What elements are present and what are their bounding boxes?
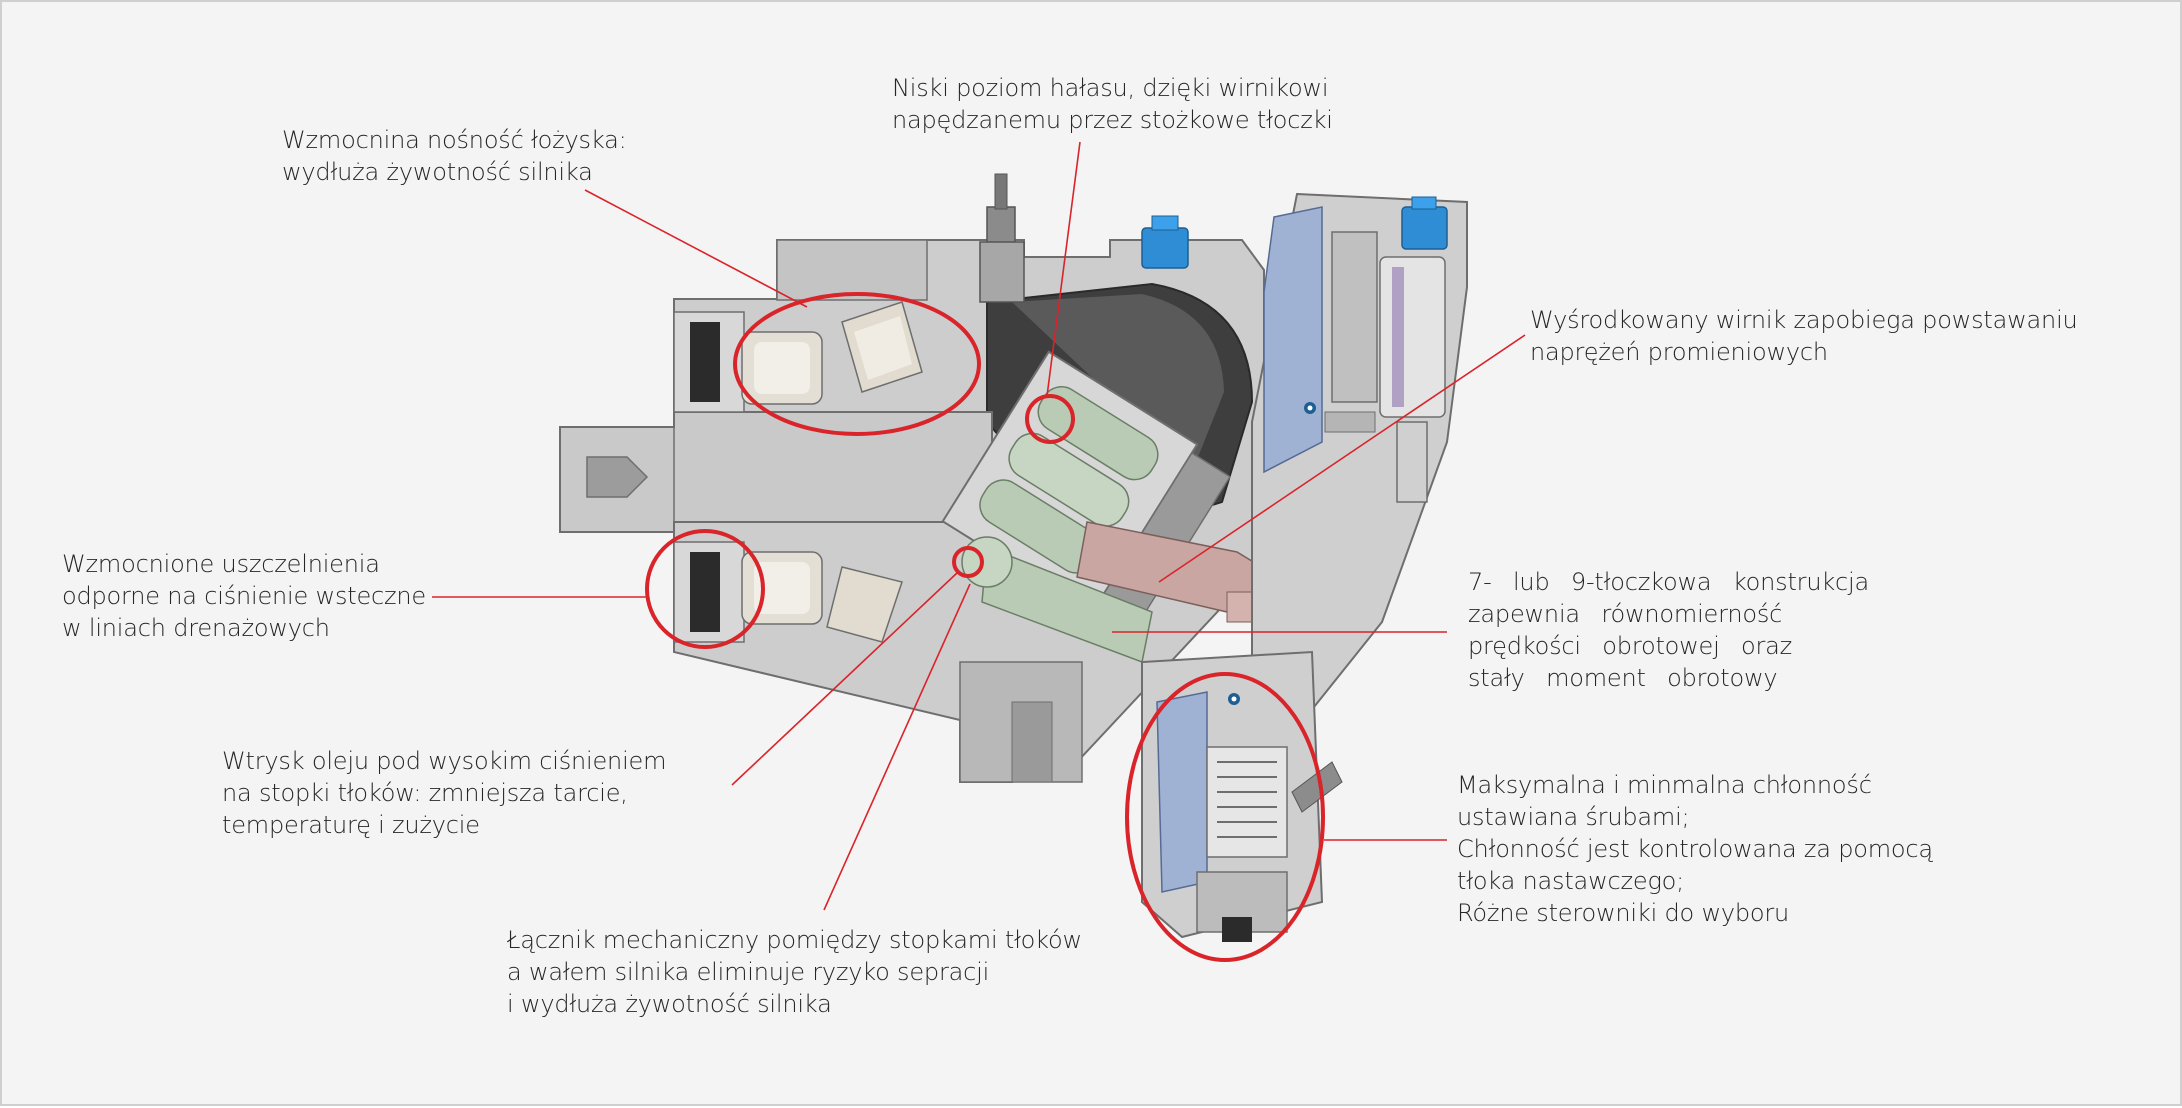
- callout-pistons-line-1: 7- lub 9-tłoczkowa konstrukcja: [1468, 568, 1870, 596]
- callout-seals-line-2: odporne na ciśnienie wsteczne: [62, 582, 426, 610]
- top-fitting: [979, 173, 1025, 303]
- callout-seals-line-1: Wzmocnione uszczelnienia: [62, 550, 380, 578]
- callout-seals: Wzmocnione uszczelnienia odporne na ciśn…: [62, 548, 426, 644]
- callout-oil-line-1: Wtrysk oleju pod wysokim ciśnieniem: [222, 747, 667, 775]
- control-block: [1251, 192, 1468, 723]
- highlight-oil: [952, 546, 984, 578]
- callout-oil-line-2: na stopki tłoków: zmniejsza tarcie,: [222, 779, 628, 807]
- callout-oil: Wtrysk oleju pod wysokim ciśnieniem na s…: [222, 745, 666, 841]
- highlight-bearing: [733, 292, 981, 436]
- callout-pistons-line-4: stały moment obrotowy: [1468, 664, 1778, 692]
- highlight-noise: [1025, 394, 1075, 444]
- callout-bearing: Wzmocnina nośność łożyska: wydłuża żywot…: [282, 124, 627, 188]
- callout-seals-line-3: w liniach drenażowych: [62, 614, 330, 642]
- callout-linkage-line-3: i wydłuża żywotność silnika: [507, 990, 832, 1018]
- leader-linkage: [823, 583, 971, 911]
- callout-displacement-line-3: Chłonność jest kontrolowana za pomocą: [1457, 835, 1933, 863]
- callout-displacement-line-5: Różne sterowniki do wyboru: [1457, 899, 1790, 927]
- callout-linkage-line-1: Łącznik mechaniczny pomiędzy stopkami tł…: [507, 926, 1082, 954]
- callout-noise-line-1: Niski poziom hałasu, dzięki wirnikowi: [892, 74, 1329, 102]
- displacement-control: [1141, 650, 1343, 942]
- callout-pistons-line-2: zapewnia równomierność: [1468, 600, 1783, 628]
- upper-bearing: [673, 301, 923, 413]
- callout-noise: Niski poziom hałasu, dzięki wirnikowi na…: [892, 72, 1333, 136]
- leader-oil: [731, 572, 958, 786]
- output-shaft: [559, 411, 993, 533]
- highlight-displacement: [1125, 672, 1325, 962]
- highlight-seals: [645, 529, 765, 649]
- callout-displacement-line-4: tłoka nastawczego;: [1457, 867, 1685, 895]
- callout-displacement-line-1: Maksymalna i minmalna chłonność: [1457, 771, 1872, 799]
- leader-rotor: [1158, 334, 1526, 583]
- callout-oil-line-3: temperaturę i zużycie: [222, 811, 480, 839]
- callout-pistons-line-3: prędkości obrotowej oraz: [1468, 632, 1793, 660]
- callout-displacement-line-2: ustawiana śrubami;: [1457, 803, 1690, 831]
- leader-noise: [1046, 141, 1081, 397]
- callout-noise-line-2: napędzanemu przez stożkowe tłoczki: [892, 106, 1333, 134]
- blue-port-left: [1141, 215, 1189, 269]
- callout-linkage: Łącznik mechaniczny pomiędzy stopkami tł…: [507, 924, 1082, 1020]
- callout-displacement: Maksymalna i minmalna chłonność ustawian…: [1457, 769, 1933, 929]
- callout-pistons: 7- lub 9-tłoczkowa konstrukcja zapewnia …: [1468, 566, 1869, 694]
- callout-rotor-line-1: Wyśrodkowany wirnik zapobiega powstawani…: [1530, 306, 2078, 334]
- callout-bearing-line-1: Wzmocnina nośność łożyska:: [282, 126, 627, 154]
- callout-bearing-line-2: wydłuża żywotność silnika: [282, 158, 593, 186]
- callout-linkage-line-2: a wałem silnika eliminuje ryzyko sepracj…: [507, 958, 990, 986]
- callout-rotor-line-2: naprężeń promieniowych: [1530, 338, 1828, 366]
- leader-bearing: [584, 189, 808, 308]
- callout-rotor: Wyśrodkowany wirnik zapobiega powstawani…: [1530, 304, 2078, 368]
